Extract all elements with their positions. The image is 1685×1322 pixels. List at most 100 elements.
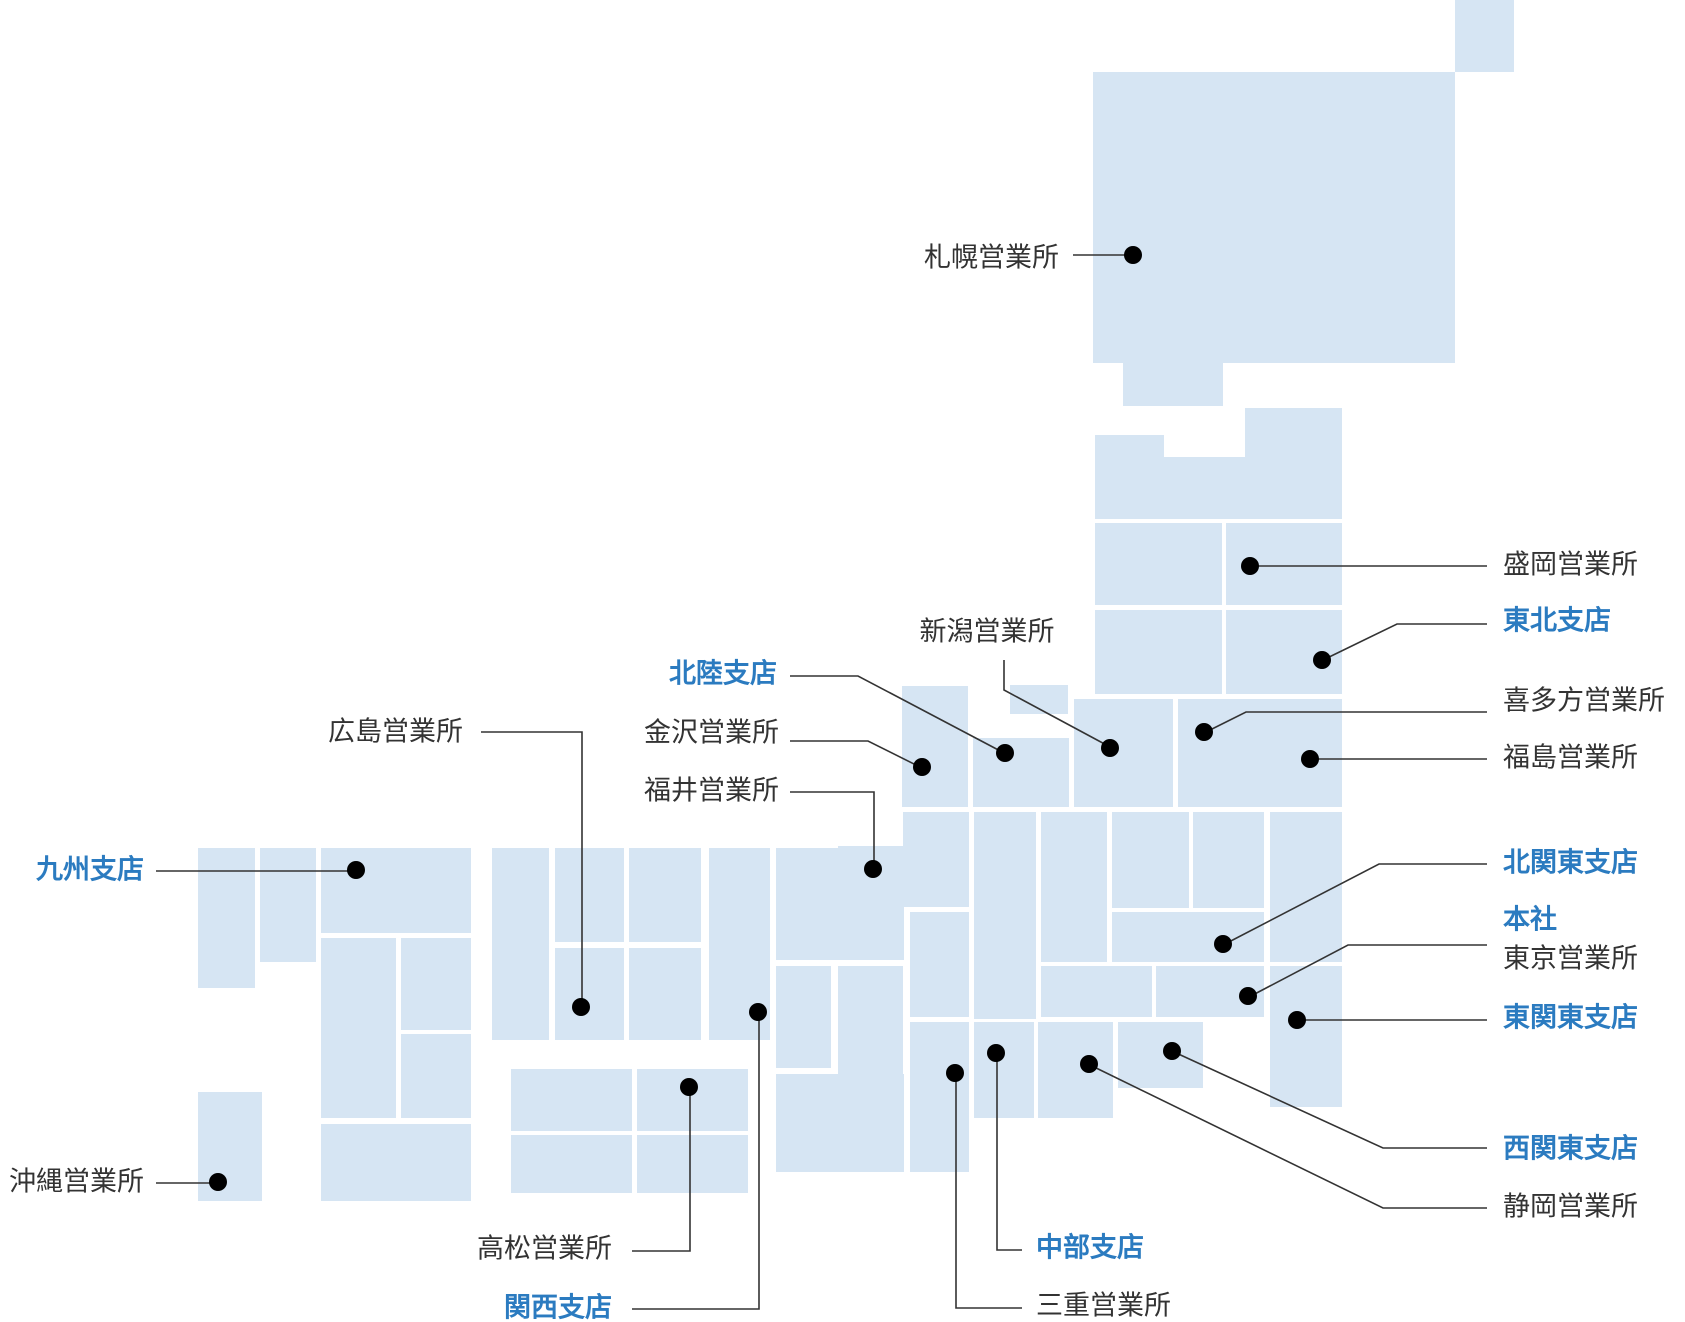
region-tile <box>1123 363 1223 406</box>
leader-line-hokuriku <box>790 675 1007 755</box>
label-kitakanto-branch[interactable]: 北関東支店 <box>1503 848 1638 879</box>
region-tile <box>198 1092 262 1201</box>
marker-morioka[interactable] <box>1241 557 1259 575</box>
region-tile <box>401 1034 471 1118</box>
leader-line-mie <box>955 1073 1022 1309</box>
label-sapporo[interactable]: 札幌営業所 <box>924 243 1059 274</box>
marker-chubu[interactable] <box>987 1044 1005 1062</box>
region-tile <box>1164 457 1245 519</box>
marker-tokyo[interactable] <box>1239 987 1257 1005</box>
region-tile <box>321 938 396 1118</box>
region-tile <box>973 738 1069 807</box>
marker-kanazawa[interactable] <box>913 758 931 776</box>
label-nishikanto-branch[interactable]: 西関東支店 <box>1503 1134 1638 1165</box>
marker-takamatsu[interactable] <box>680 1078 698 1096</box>
region-tile <box>776 848 904 960</box>
marker-tohoku[interactable] <box>1313 651 1331 669</box>
region-tile <box>1270 966 1342 1107</box>
region-tile <box>629 948 701 1040</box>
region-tile <box>902 686 968 807</box>
region-tile <box>401 938 471 1030</box>
leader-line-tokyo <box>1248 944 1487 998</box>
marker-kitakanto[interactable] <box>1214 935 1232 953</box>
region-tile <box>629 848 701 942</box>
region-tile <box>1095 610 1222 694</box>
marker-hokuriku[interactable] <box>996 744 1014 762</box>
marker-hiroshima[interactable] <box>572 998 590 1016</box>
region-tile <box>492 848 549 1040</box>
region-tile <box>1041 812 1107 962</box>
leader-line-tohoku <box>1322 623 1487 661</box>
leader-lines <box>156 254 1487 1310</box>
label-kansai-branch[interactable]: 関西支店 <box>504 1293 612 1322</box>
region-tile <box>637 1069 748 1131</box>
region-tile <box>1093 72 1455 363</box>
region-tile <box>198 848 255 988</box>
marker-kansai[interactable] <box>749 1003 767 1021</box>
label-fukushima[interactable]: 福島営業所 <box>1503 743 1638 774</box>
region-tile <box>910 912 969 1017</box>
leader-line-kitakanto <box>1224 863 1487 945</box>
marker-kitakata[interactable] <box>1195 723 1213 741</box>
label-mie[interactable]: 三重営業所 <box>1036 1291 1171 1322</box>
label-fukui[interactable]: 福井営業所 <box>644 776 779 807</box>
label-hiroshima[interactable]: 広島営業所 <box>328 717 463 748</box>
marker-shizuoka[interactable] <box>1080 1055 1098 1073</box>
marker-niigata[interactable] <box>1101 739 1119 757</box>
marker-nishikanto[interactable] <box>1163 1042 1181 1060</box>
region-tile <box>974 812 1036 1019</box>
region-tile <box>555 948 624 1040</box>
label-tohoku-branch[interactable]: 東北支店 <box>1503 606 1611 637</box>
leader-line-niigata <box>1003 660 1113 749</box>
region-tile <box>511 1069 632 1131</box>
leader-line-chubu <box>996 1054 1022 1251</box>
label-kyushu-branch[interactable]: 九州支店 <box>36 855 144 886</box>
leader-line-kanazawa <box>790 740 923 769</box>
label-kanazawa[interactable]: 金沢営業所 <box>644 718 779 749</box>
location-markers <box>209 246 1331 1191</box>
leader-line-shizuoka <box>1089 1064 1487 1209</box>
leader-line-takamatsu <box>632 1088 691 1252</box>
marker-fukushima[interactable] <box>1301 750 1319 768</box>
region-tile <box>1245 408 1342 519</box>
region-tile <box>1112 912 1264 962</box>
label-takamatsu[interactable]: 高松営業所 <box>477 1234 612 1265</box>
region-tile <box>321 848 471 933</box>
marker-sapporo[interactable] <box>1124 246 1142 264</box>
leader-line-kitakata <box>1205 711 1487 733</box>
label-tokyo[interactable]: 東京営業所 <box>1503 944 1638 975</box>
region-tile <box>974 1022 1034 1118</box>
label-chubu-branch[interactable]: 中部支店 <box>1036 1232 1144 1264</box>
marker-higashikanto[interactable] <box>1288 1011 1306 1029</box>
region-tile <box>1193 812 1264 908</box>
label-hokuriku-branch[interactable]: 北陸支店 <box>669 659 777 690</box>
region-tile <box>776 1074 904 1172</box>
region-tile <box>1074 699 1173 807</box>
label-shizuoka[interactable]: 静岡営業所 <box>1503 1192 1638 1223</box>
region-tile <box>1112 812 1189 908</box>
label-higashikanto-branch[interactable]: 東関東支店 <box>1503 1003 1638 1034</box>
marker-okinawa[interactable] <box>209 1173 227 1191</box>
label-morioka[interactable]: 盛岡営業所 <box>1503 550 1638 581</box>
leader-line-kansai <box>632 1013 760 1310</box>
leader-line-nishikanto <box>1173 1051 1487 1149</box>
marker-mie[interactable] <box>946 1064 964 1082</box>
region-tile <box>321 1124 471 1201</box>
label-niigata[interactable]: 新潟営業所 <box>920 617 1055 648</box>
region-tile <box>260 848 316 962</box>
location-labels: 札幌営業所 盛岡営業所 東北支店 喜多方営業所 福島営業所 新潟営業所 北陸支店… <box>9 243 1665 1322</box>
marker-fukui[interactable] <box>864 860 882 878</box>
leader-line-hiroshima <box>481 731 583 1007</box>
region-tile <box>1178 699 1342 807</box>
marker-kyushu[interactable] <box>347 861 365 879</box>
region-tile <box>776 966 831 1068</box>
region-tile <box>1270 812 1342 962</box>
region-tiles <box>198 0 1514 1201</box>
label-okinawa[interactable]: 沖縄営業所 <box>9 1167 144 1198</box>
label-kitakata[interactable]: 喜多方営業所 <box>1503 686 1665 717</box>
label-honsha[interactable]: 本社 <box>1503 904 1557 936</box>
leader-line-fukui <box>790 791 875 869</box>
region-tile <box>637 1135 748 1193</box>
region-tile <box>1455 0 1514 72</box>
